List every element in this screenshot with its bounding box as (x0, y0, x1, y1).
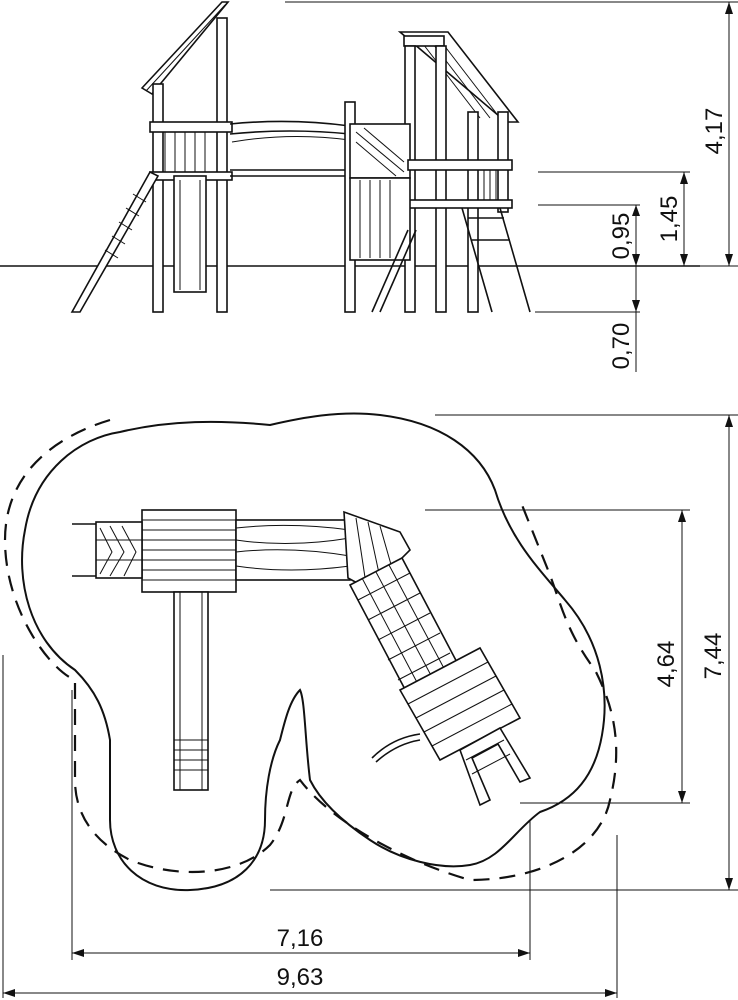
slide-plan (173, 591, 209, 791)
bridge-plan (235, 519, 351, 581)
inner-safety-zone (21, 412, 606, 892)
bridge-elevation (229, 120, 351, 177)
slide-height-label: 0,95 (608, 213, 635, 260)
right-tower (344, 31, 531, 313)
climbing-net-plan (72, 521, 143, 579)
inner-depth-label: 4,64 (653, 641, 680, 688)
inner-width-label: 7,16 (277, 925, 324, 952)
dim-platform-height: 1,45 (656, 172, 688, 266)
dim-total-depth: 7,44 (700, 415, 733, 890)
dim-total-width: 9,63 (3, 964, 617, 997)
dim-slide-height: 0,95 (608, 205, 640, 266)
dim-total-height: 4,17 (701, 2, 733, 266)
ladder-elevation (461, 207, 493, 313)
platform-height-label: 1,45 (656, 196, 683, 243)
plan-view: 4,64 7,44 7,16 9,63 (2, 412, 738, 998)
slide-elevation (173, 175, 207, 293)
dim-inner-depth: 4,64 (653, 510, 686, 803)
left-platform-plan (141, 509, 237, 593)
total-height-label: 4,17 (701, 108, 728, 155)
left-tower (70, 1, 233, 313)
side-elevation: 4,17 1,45 0,95 0,70 (0, 1, 738, 372)
right-platform-plan (343, 510, 532, 807)
climbing-ramp-elevation (70, 170, 160, 313)
total-depth-label: 7,44 (700, 633, 727, 680)
total-width-label: 9,63 (277, 964, 324, 991)
dim-depth-below-ground: 0,70 (608, 266, 640, 372)
dim-inner-width: 7,16 (72, 925, 530, 957)
outer-safety-zone (3, 418, 618, 882)
depth-below-ground-label: 0,70 (608, 323, 635, 370)
